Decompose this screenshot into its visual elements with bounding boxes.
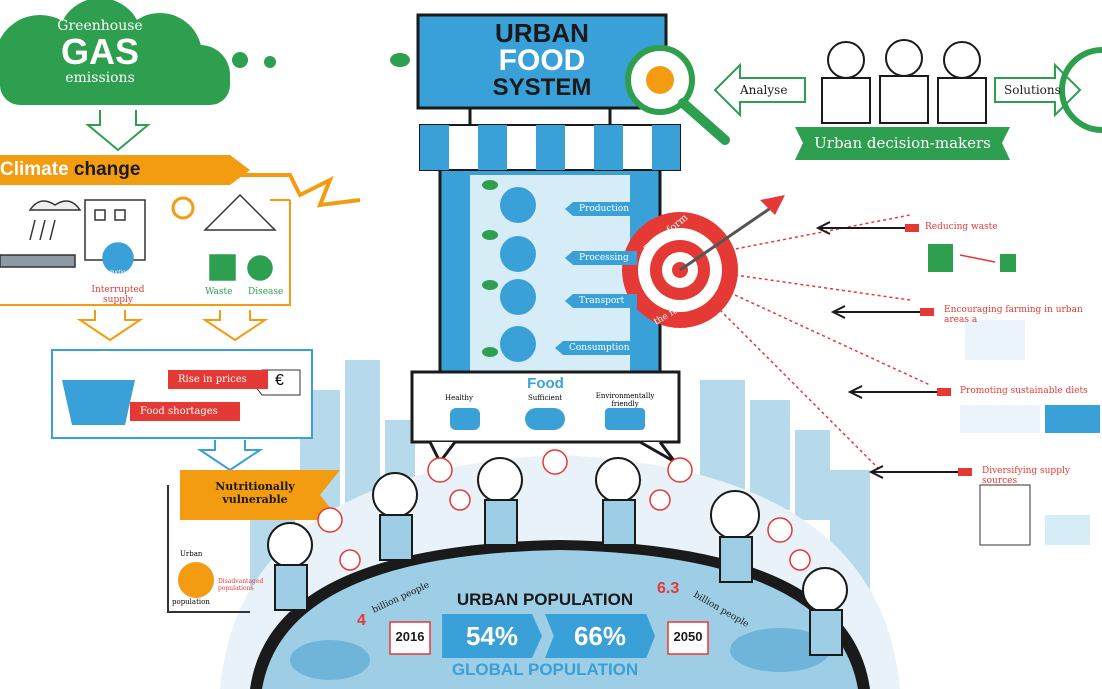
solutions-arrow: [994, 62, 1082, 118]
action-arrows: [815, 221, 963, 479]
food-env1: Environmentally: [595, 392, 655, 400]
sign-line3: SYSTEM: [492, 74, 592, 101]
year-2016: 2016: [395, 629, 425, 644]
pct-2050: 66%: [545, 614, 655, 658]
stage-consumption: Consumption: [555, 341, 637, 355]
interrupted-supply-label: Interrupted supply: [91, 285, 145, 305]
year-2050: 2050: [673, 629, 703, 644]
production-label: Production: [100, 270, 129, 276]
food-sufficient: Sufficient: [528, 394, 563, 402]
global-population-label: GLOBAL POPULATION: [451, 660, 639, 679]
analyse-arrow: [713, 62, 806, 118]
action-urban-farming: Encouraging farming in urban areas a: [944, 305, 1083, 325]
basket-icon: [62, 380, 135, 425]
solutions-label: Solutions: [1004, 83, 1061, 97]
plate-icon: [525, 408, 565, 430]
decision-banner: [795, 127, 1010, 160]
action-diversifying-supply: Diversifying supply sources: [982, 466, 1070, 486]
dotted-links: [719, 214, 931, 471]
greenhouse-line2: GAS: [60, 31, 139, 72]
euro-icon: €: [275, 372, 284, 389]
climate-icons: [0, 193, 277, 281]
action-reducing-waste: Reducing waste: [925, 222, 998, 232]
urban-food-sign: [416, 13, 668, 110]
food-env: Environmentally friendly: [595, 392, 655, 408]
waste-bin-icon: [928, 244, 953, 272]
sign-line2: FOOD: [498, 44, 586, 77]
urban-pop-label1: Urban: [180, 550, 203, 558]
vulnerable-line2: vulnerable: [222, 493, 288, 506]
food-env2: friendly: [611, 400, 639, 408]
pct-2016: 54%: [442, 614, 542, 658]
stage-icons: [500, 187, 536, 362]
vulnerable-label: Nutritionally vulnerable: [205, 480, 305, 506]
food-box: [410, 370, 681, 444]
disease-label: Disease: [248, 287, 284, 297]
crowd-people: [267, 457, 848, 656]
stage-production: Production: [565, 202, 637, 216]
climate-banner: [0, 155, 250, 185]
climate-word1: Climate: [0, 159, 69, 180]
disadvantaged-label: Disadvantaged populations: [218, 578, 264, 592]
climate-title: Climate change: [0, 159, 140, 181]
waste-label: Waste: [205, 287, 233, 297]
analyse-label: Analyse: [740, 83, 788, 97]
vulnerable-burst: [180, 470, 340, 520]
food-title: Food: [527, 375, 564, 392]
decision-makers-icon: [821, 39, 987, 124]
urban-pop-icon: [178, 562, 214, 598]
greenhouse-label: Greenhouse GAS emissions: [30, 18, 170, 86]
urban-pop-label2: population: [172, 598, 210, 606]
stage-transport: Transport: [565, 294, 637, 308]
action-sustainable-diets: Promoting sustainable diets: [960, 386, 1088, 396]
climate-frame: [0, 199, 291, 306]
greenhouse-cloud: [0, 0, 230, 105]
stage-processing: Processing: [565, 251, 637, 265]
left-billion-num: 4: [357, 612, 366, 629]
environment-icon: [605, 408, 645, 430]
lightning: [230, 173, 361, 208]
greenhouse-line1: Greenhouse: [57, 18, 143, 34]
greenhouse-line3: emissions: [65, 70, 135, 86]
urban-population-title: URBAN POPULATION: [456, 590, 634, 609]
sign-line1: URBAN: [495, 18, 589, 48]
sign-text: URBAN FOOD SYSTEM: [418, 18, 666, 102]
food-healthy: Healthy: [445, 394, 473, 402]
rise-in-prices-tag: Rise in prices: [168, 370, 268, 389]
decision-makers-label: Urban decision-makers: [814, 134, 991, 152]
sun-icon: [171, 196, 195, 220]
right-billion-num: 6.3: [657, 580, 680, 597]
healthy-icon: [450, 408, 480, 430]
vulnerable-line1: Nutritionally: [215, 480, 295, 493]
climate-word2: change: [73, 159, 141, 180]
food-shortages-tag: Food shortages: [130, 402, 240, 421]
cloud-arrow: [85, 110, 151, 152]
